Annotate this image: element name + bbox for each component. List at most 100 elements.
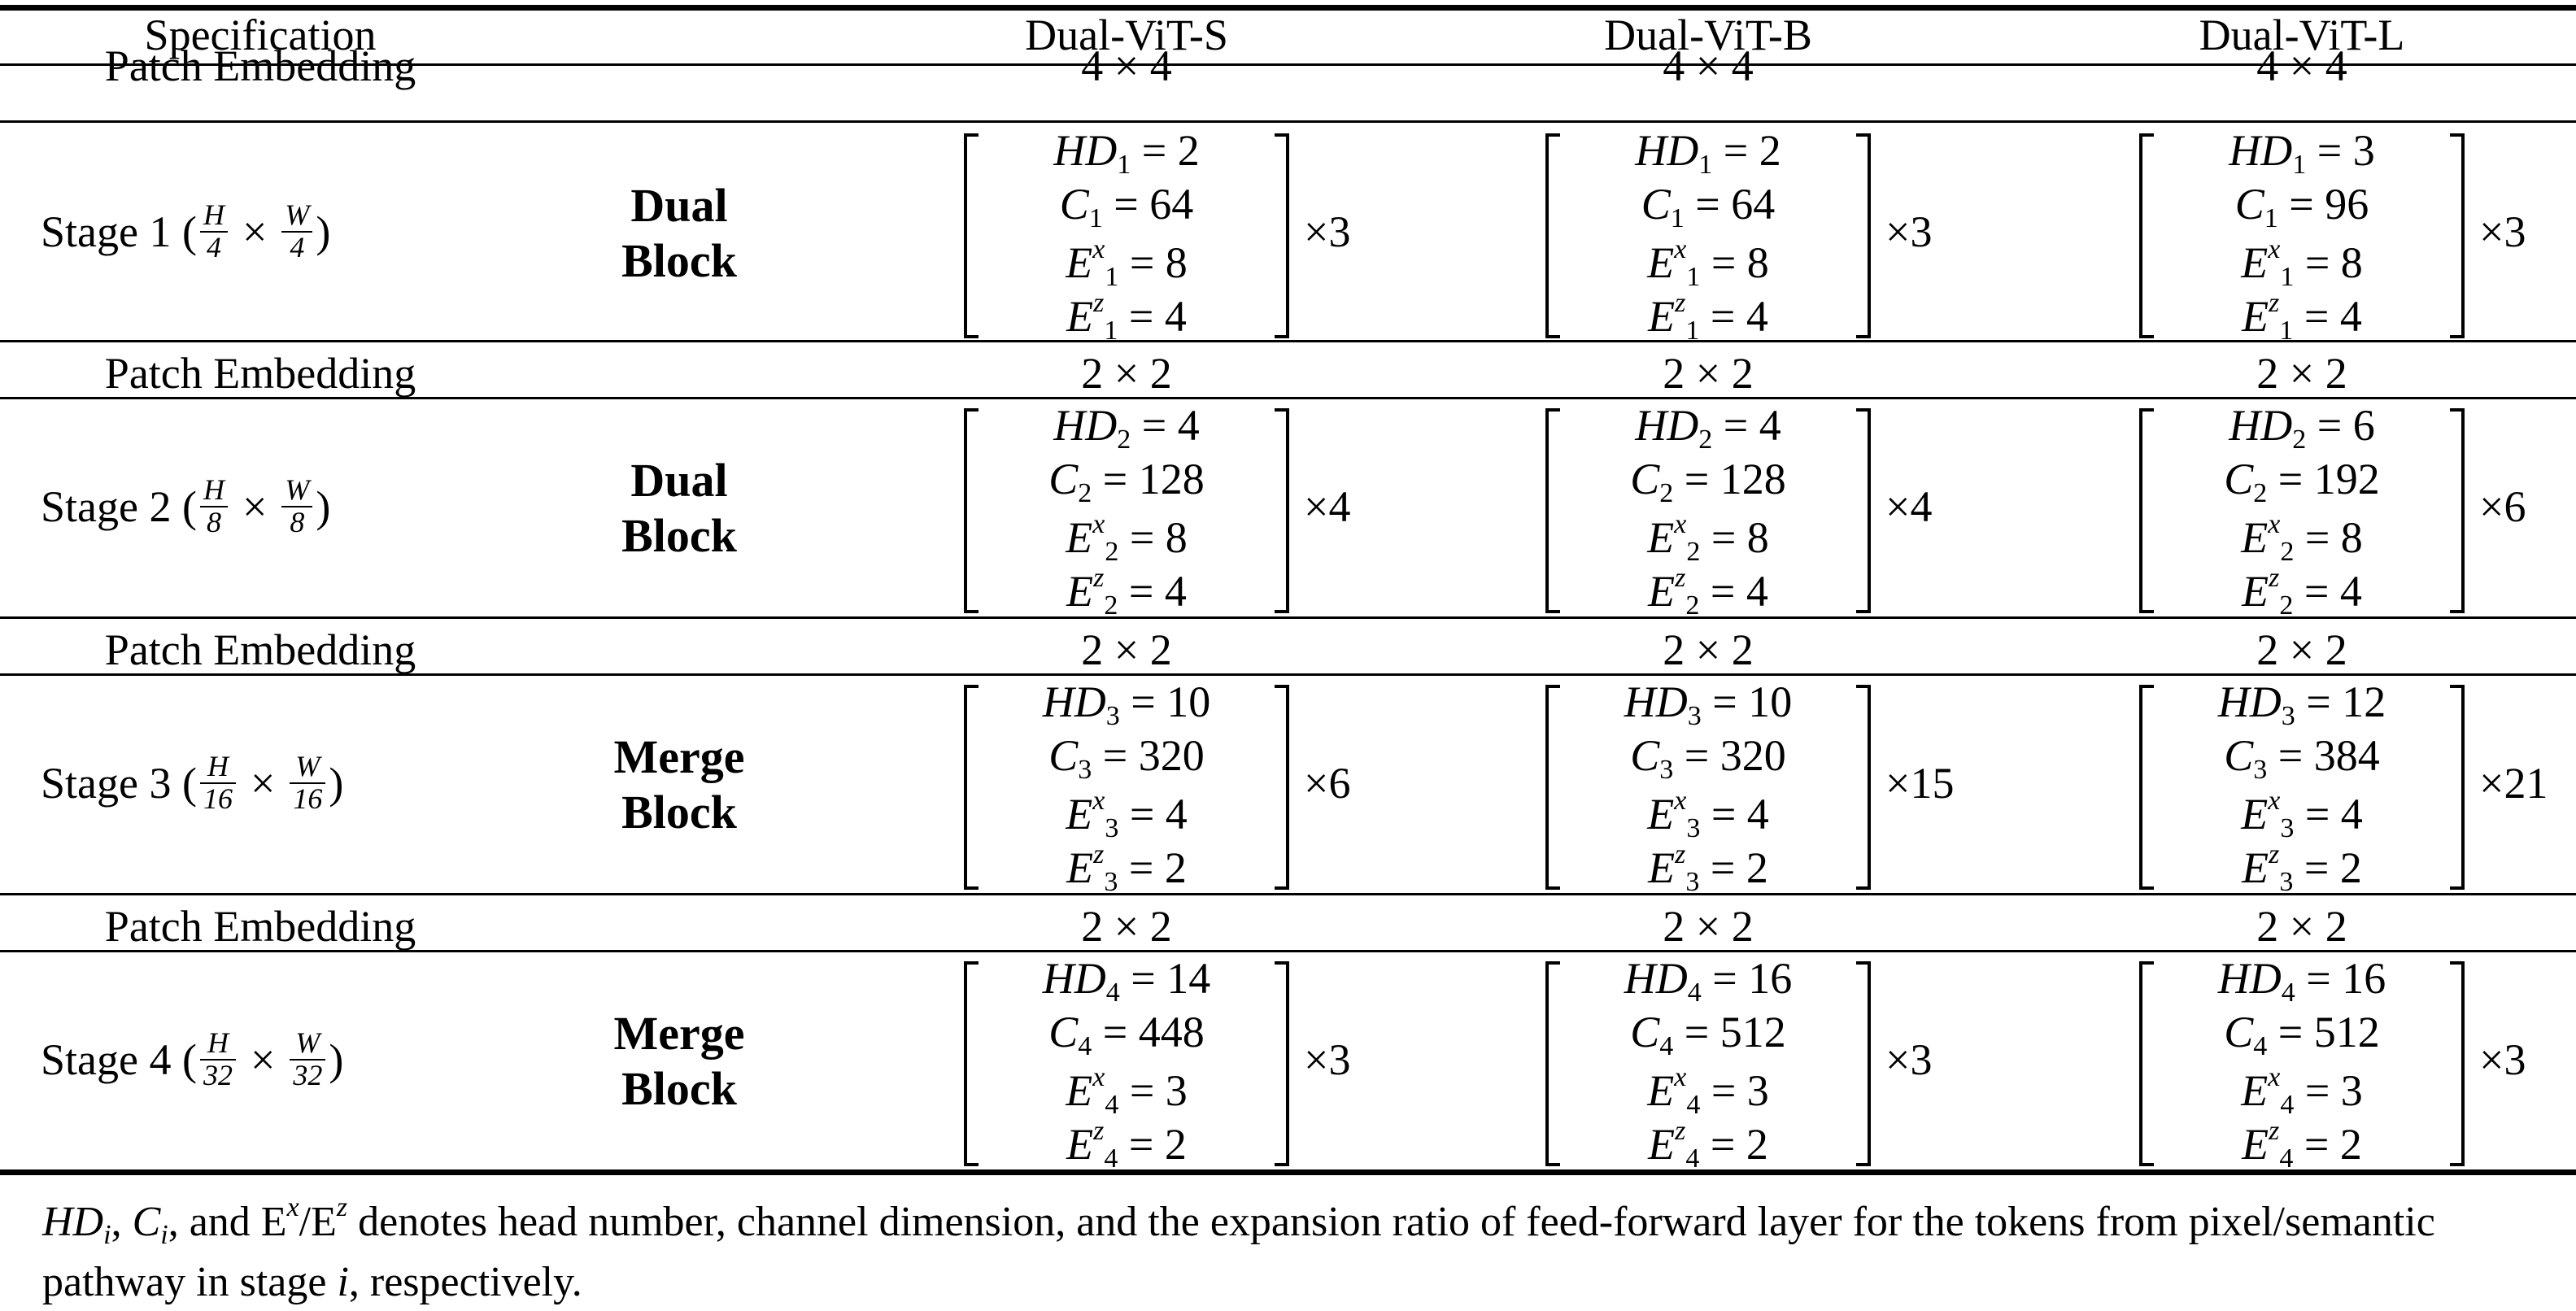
equals-sign: = xyxy=(1699,843,1746,892)
patch-embedding-label: Patch Embedding xyxy=(104,902,416,951)
math-symbol: E xyxy=(1066,567,1094,616)
math-subscript: 1 xyxy=(2292,150,2307,180)
math-subscript: 3 xyxy=(2280,813,2295,843)
left-bracket xyxy=(964,133,979,338)
equals-sign: = xyxy=(1673,1008,1720,1056)
header-cell-b: Dual-ViT-B xyxy=(1604,11,1812,59)
left-bracket xyxy=(964,961,979,1166)
math-subscript: 2 xyxy=(2280,537,2295,567)
equals-sign: = xyxy=(1102,180,1150,229)
equals-sign: = xyxy=(2294,238,2341,287)
times-symbol: × xyxy=(250,1034,276,1084)
spec-value: 128 xyxy=(1138,455,1205,503)
math-superscript: z xyxy=(1093,839,1105,869)
math-symbol: C xyxy=(1630,1008,1660,1056)
math-subscript: 3 xyxy=(1687,701,1702,731)
math-subscript: 2 xyxy=(1659,478,1674,508)
equals-sign: = xyxy=(2306,126,2353,175)
math-subscript: 4 xyxy=(2279,1143,2294,1174)
math-symbol: E xyxy=(1648,843,1676,892)
head-number-spec: HD4 = 16 xyxy=(2218,956,2386,1007)
math-symbol: E xyxy=(1066,292,1094,341)
math-superscript: z xyxy=(1093,563,1105,593)
math-symbol: E xyxy=(1648,1120,1676,1169)
expansion-ratio-z-spec: Ez4 = 2 xyxy=(2242,1117,2362,1173)
equals-sign: = xyxy=(1699,567,1746,616)
spec-value: 3 xyxy=(1165,1066,1188,1115)
block-type-line: Block xyxy=(621,509,737,562)
math-subscript: 3 xyxy=(1685,867,1700,897)
math-symbol: E xyxy=(1647,513,1675,562)
footnote-symbol: i xyxy=(337,1258,349,1305)
left-bracket xyxy=(1545,408,1560,613)
expansion-ratio-z-spec: Ez2 = 4 xyxy=(2242,564,2362,620)
right-bracket xyxy=(1856,961,1871,1166)
spec-value: 4 xyxy=(1177,401,1200,450)
fraction-numerator: W xyxy=(290,1027,326,1061)
spec-value: 4 xyxy=(1759,401,1781,450)
spec-value: 8 xyxy=(2340,513,2363,562)
row-rule xyxy=(0,397,2576,399)
math-superscript: x xyxy=(2268,234,2281,264)
patch-size-value: 4 × 4 xyxy=(1081,41,1172,90)
stage-label-close: ) xyxy=(329,1034,344,1084)
spec-value: 128 xyxy=(1720,455,1786,503)
math-superscript: z xyxy=(1675,288,1686,318)
equals-sign: = xyxy=(1092,455,1139,503)
spec-value: 512 xyxy=(2313,1008,2380,1056)
math-subscript: 1 xyxy=(1685,316,1700,346)
block-type-line: Merge xyxy=(613,1007,745,1060)
math-symbol: E xyxy=(2242,567,2269,616)
top-rule xyxy=(0,5,2576,11)
math-subscript: 1 xyxy=(1698,150,1713,180)
math-subscript: 1 xyxy=(2264,203,2278,233)
expansion-ratio-z-spec: Ez2 = 4 xyxy=(1066,564,1187,620)
math-symbol: HD xyxy=(1053,126,1118,175)
channel-dimension-spec: C2 = 128 xyxy=(1630,457,1786,507)
math-subscript: 4 xyxy=(1685,1143,1700,1174)
equals-sign: = xyxy=(2294,790,2341,838)
spec-value: 320 xyxy=(1720,731,1786,780)
left-bracket xyxy=(964,685,979,890)
equals-sign: = xyxy=(2293,567,2340,616)
math-superscript: z xyxy=(1675,839,1686,869)
equals-sign: = xyxy=(1699,1120,1746,1169)
math-superscript: x xyxy=(1092,234,1105,264)
equals-sign: = xyxy=(1118,292,1165,341)
equals-sign: = xyxy=(1700,238,1747,287)
spec-value: 4 xyxy=(1746,567,1768,616)
math-subscript: 2 xyxy=(1078,478,1092,508)
repeat-count: ×21 xyxy=(2479,759,2548,808)
patch-size-value: 2 × 2 xyxy=(2256,902,2347,951)
fraction-numerator: W xyxy=(281,474,313,507)
spec-value: 16 xyxy=(2342,954,2386,1003)
math-symbol: HD xyxy=(2229,126,2293,175)
expansion-ratio-x-spec: Ex4 = 3 xyxy=(1066,1064,1188,1119)
patch-embedding-label: Patch Embedding xyxy=(104,41,416,90)
equals-sign: = xyxy=(2267,731,2314,780)
math-superscript: x xyxy=(1674,1062,1687,1092)
expansion-ratio-x-spec: Ex2 = 8 xyxy=(1066,511,1188,566)
header-cell-s: Dual-ViT-S xyxy=(1025,11,1228,59)
channel-dimension-spec: C4 = 512 xyxy=(2224,1010,2380,1061)
equals-sign: = xyxy=(1119,677,1167,726)
patch-size-value: 4 × 4 xyxy=(1663,41,1754,90)
math-subscript: 3 xyxy=(2253,755,2268,785)
math-superscript: z xyxy=(1675,1116,1686,1146)
spec-value: 512 xyxy=(1720,1008,1786,1056)
spec-value: 4 xyxy=(2340,790,2363,838)
spec-value: 96 xyxy=(2325,180,2369,229)
patch-size-value: 2 × 2 xyxy=(1663,902,1754,951)
equals-sign: = xyxy=(1673,455,1720,503)
math-subscript: 3 xyxy=(1659,755,1674,785)
fraction-numerator: H xyxy=(199,474,228,507)
math-superscript: x xyxy=(2268,509,2281,539)
equals-sign: = xyxy=(2293,1120,2340,1169)
expansion-ratio-z-spec: Ez1 = 4 xyxy=(1648,290,1768,345)
math-symbol: C xyxy=(1048,1008,1079,1056)
spec-value: 2 xyxy=(1746,1120,1768,1169)
expansion-ratio-x-spec: Ex3 = 4 xyxy=(2241,787,2363,843)
